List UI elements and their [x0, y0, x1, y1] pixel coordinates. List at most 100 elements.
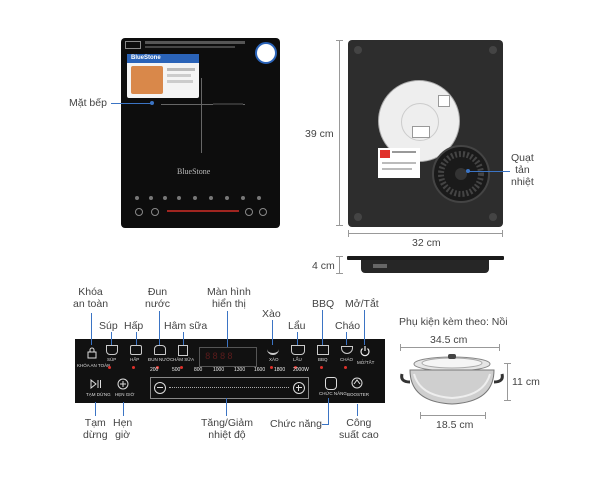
- lock-printed: KHÓA AN TOÀN: [77, 363, 111, 368]
- boil-printed: ĐUN NƯỚC: [148, 357, 174, 362]
- power-printed: MỞ/TẮT: [357, 360, 375, 365]
- timer-icon: [117, 378, 129, 390]
- pot-dim-height: 11 cm: [512, 376, 540, 388]
- stirfry-icon: [267, 347, 279, 355]
- label-soup: Súp: [99, 320, 118, 332]
- label-lock: Khóa an toàn: [73, 286, 109, 310]
- pointer-function: [328, 398, 329, 424]
- lock-icon: [86, 347, 98, 359]
- power-icon: [359, 345, 371, 357]
- label-fan: Quạt tản nhiệt: [511, 152, 534, 188]
- pointer-bbq: [322, 310, 323, 345]
- temperature-slider: [150, 377, 309, 399]
- cooling-fan-icon: [432, 145, 490, 203]
- label-display: Màn hình hiển thị: [207, 286, 251, 310]
- pointer-adjust: [226, 398, 227, 416]
- label-timer: Hẹn giờ: [113, 417, 133, 441]
- warning-sticker: [378, 148, 420, 178]
- play-pause-icon: [90, 379, 102, 389]
- scale-500: 500: [172, 367, 181, 373]
- porridge-printed: CHÁO: [340, 357, 354, 362]
- pointer-power: [364, 310, 365, 345]
- plus-icon: [293, 382, 305, 394]
- pointer-porridge: [346, 332, 347, 345]
- pointer-dot: [150, 101, 154, 105]
- pointer-steam: [136, 332, 137, 345]
- control-panel: KHÓA AN TOÀN SÚP HẤP ĐUN NƯỚC HÂM SỮA 88…: [75, 339, 385, 403]
- pot-width-dim-line: [400, 347, 500, 348]
- pointer-fan: [468, 171, 510, 172]
- grill-icon: [317, 345, 329, 355]
- dim-width: 32 cm: [412, 237, 441, 249]
- scale-1800: 1800: [274, 367, 286, 373]
- pot-dim-top: 34.5 cm: [430, 334, 468, 346]
- pointer-display: [227, 311, 228, 347]
- hotpot-icon: [291, 345, 305, 355]
- label-milk: Hâm sữa: [164, 320, 208, 332]
- product-sticker: BlueStone: [127, 54, 199, 98]
- pointer-stirfry: [272, 320, 273, 345]
- pointer-top-surface: [111, 103, 151, 104]
- dim-thickness: 4 cm: [312, 260, 335, 272]
- milk-printed: HÂM SỮA: [173, 357, 195, 362]
- minus-icon: [154, 382, 166, 394]
- pause-printed: TẠM DỪNG: [86, 392, 111, 397]
- pointer-milk: [183, 332, 184, 345]
- booster-icon: [351, 377, 363, 389]
- cooktop-brand: BlueStone: [177, 167, 211, 176]
- scale-1600: 1600: [254, 367, 266, 373]
- label-function: Chức năng: [270, 418, 322, 430]
- width-dimension-line: [348, 233, 503, 234]
- scale-1000: 1000: [213, 367, 225, 373]
- label-bbq: BBQ: [312, 298, 335, 310]
- bbq-printed: BBQ: [318, 357, 328, 362]
- pointer-timer: [123, 402, 124, 416]
- cooktop-top-view: BlueStone BlueStone: [121, 38, 280, 228]
- pot-bottom-dim-line: [420, 415, 486, 416]
- bowl-icon: [341, 346, 353, 354]
- pointer-pause: [95, 402, 96, 416]
- label-stirfry: Xào: [262, 308, 281, 320]
- digital-display: 8888: [199, 347, 257, 367]
- pot-image: [400, 352, 505, 412]
- height-dimension-line: [339, 40, 340, 226]
- steam-printed: HẤP: [130, 357, 140, 362]
- label-steam: Hấp: [124, 320, 144, 332]
- soup-printed: SÚP: [107, 357, 117, 362]
- label-porridge: Cháo: [335, 320, 361, 332]
- pot-height-dim-line: [507, 363, 508, 401]
- accessory-title: Phụ kiện kèm theo: Nồi: [399, 316, 508, 328]
- scale-200: 200: [150, 367, 159, 373]
- scale-2000: 2000W: [293, 367, 309, 373]
- cooktop-side-view: [347, 256, 504, 274]
- label-adjust: Tăng/Giảm nhiệt độ: [201, 417, 253, 441]
- scale-1300: 1300: [234, 367, 246, 373]
- sticker-brand: BlueStone: [131, 55, 161, 61]
- label-power: Mở/Tắt: [345, 298, 379, 310]
- stirfry-printed: XÀO: [269, 357, 279, 362]
- warranty-badge-icon: [255, 42, 277, 64]
- steam-icon: [130, 345, 142, 355]
- label-hotpot: Lẩu: [288, 320, 306, 332]
- power-scale: 200 500 800 1000 1300 1600 1800 2000W: [150, 367, 320, 375]
- pointer-booster: [357, 404, 358, 416]
- timer-printed: HẸN GIỜ: [115, 392, 135, 397]
- pot-dim-bottom: 18.5 cm: [436, 419, 474, 431]
- function-printed: CHỨC NĂNG: [319, 391, 347, 396]
- pointer-function-h: [322, 424, 329, 425]
- label-top-surface: Mặt bếp: [69, 97, 107, 109]
- milk-icon: [178, 345, 188, 356]
- pointer-dot: [466, 169, 470, 173]
- dim-height: 39 cm: [305, 128, 334, 140]
- hotpot-printed: LẨU: [293, 357, 302, 362]
- indicator-dots: [108, 366, 358, 369]
- label-booster: Công suất cao: [339, 417, 379, 441]
- pointer-lock: [91, 313, 92, 345]
- scale-800: 800: [194, 367, 203, 373]
- hand-function-icon: [325, 377, 337, 390]
- label-boil: Đun nước: [145, 286, 171, 310]
- pointer-boil: [159, 311, 160, 345]
- booster-printed: BOOSTER: [347, 392, 370, 397]
- pointer-hotpot: [297, 332, 298, 345]
- kettle-icon: [154, 345, 166, 355]
